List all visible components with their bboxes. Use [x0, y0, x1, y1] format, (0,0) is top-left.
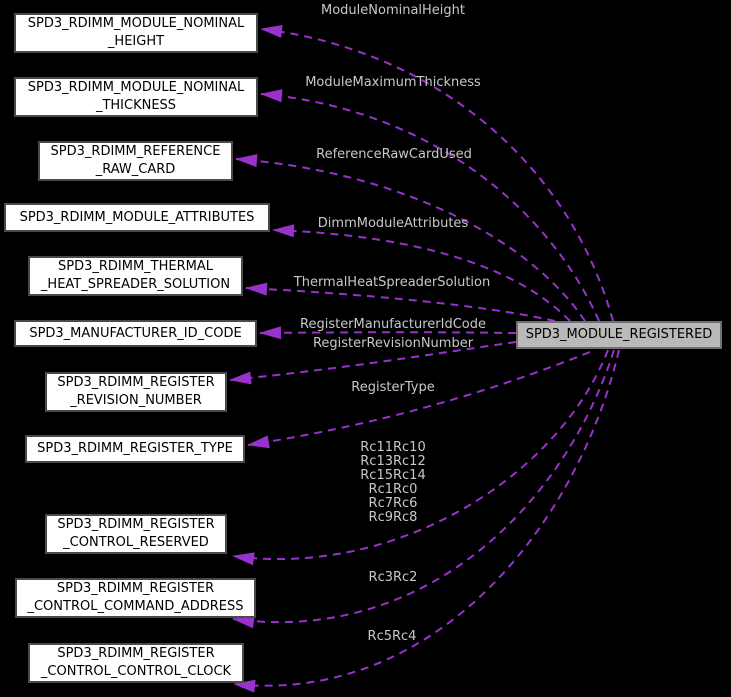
node-spd3-rdimm-reference-raw-card[interactable]: SPD3_RDIMM_REFERENCE _RAW_CARD [38, 141, 233, 181]
edge-thermal-heat-spreader [245, 282, 556, 322]
edge-control-command-address [232, 349, 615, 629]
node-spd3-rdimm-module-nominal-height[interactable]: SPD3_RDIMM_MODULE_NOMINAL _HEIGHT [14, 13, 258, 53]
node-spd3-rdimm-register-revision-number[interactable]: SPD3_RDIMM_REGISTER _REVISION_NUMBER [45, 372, 227, 412]
edge-control-control-clock [233, 349, 620, 693]
node-spd3-rdimm-register-type[interactable]: SPD3_RDIMM_REGISTER_TYPE [25, 435, 245, 463]
edge-reference-raw-card-used [235, 154, 586, 322]
edge-module-nominal-height [260, 24, 614, 322]
edge-register-revision-number [229, 341, 517, 385]
node-spd3-rdimm-register-control-reserved[interactable]: SPD3_RDIMM_REGISTER _CONTROL_RESERVED [45, 514, 227, 554]
node-spd3-rdimm-module-nominal-thickness[interactable]: SPD3_RDIMM_MODULE_NOMINAL _THICKNESS [14, 77, 258, 117]
edge-dimm-module-attributes [272, 224, 571, 322]
node-spd3-rdimm-thermal-heat-spreader-solution[interactable]: SPD3_RDIMM_THERMAL _HEAT_SPREADER_SOLUTI… [28, 256, 243, 296]
node-spd3-module-registered[interactable]: SPD3_MODULE_REGISTERED [516, 321, 722, 349]
edge-module-maximum-thickness [260, 89, 600, 322]
edge-register-control-reserved [232, 349, 609, 566]
node-spd3-manufacturer-id-code[interactable]: SPD3_MANUFACTURER_ID_CODE [14, 320, 257, 347]
node-spd3-rdimm-register-control-control-clock[interactable]: SPD3_RDIMM_REGISTER _CONTROL_CONTROL_CLO… [28, 643, 244, 683]
edge-register-type [247, 351, 591, 449]
edge-register-manufacturer-id [259, 326, 517, 340]
node-spd3-rdimm-register-control-command-address[interactable]: SPD3_RDIMM_REGISTER _CONTROL_COMMAND_ADD… [15, 578, 256, 618]
node-spd3-rdimm-module-attributes[interactable]: SPD3_RDIMM_MODULE_ATTRIBUTES [4, 203, 270, 232]
